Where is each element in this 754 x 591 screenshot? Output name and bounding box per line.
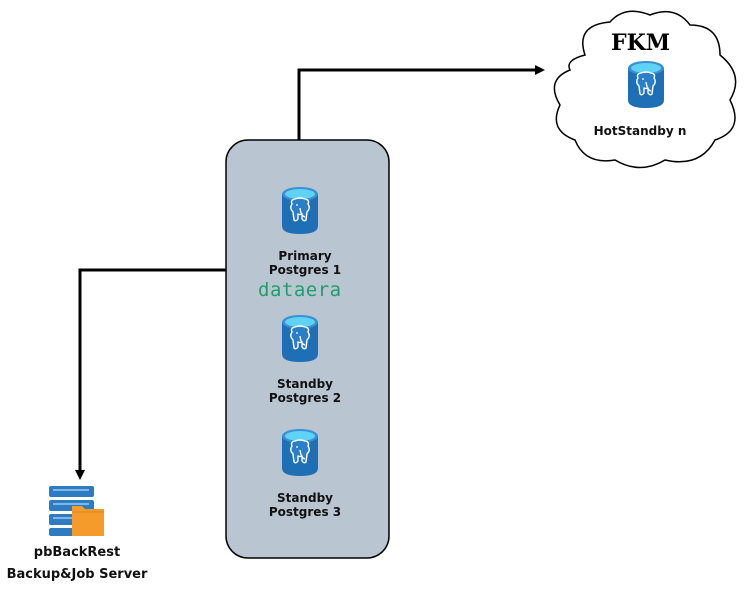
cloud-title: FKM <box>611 30 671 56</box>
primary-postgres-database-icon <box>281 186 319 235</box>
server-folder-icon <box>49 486 104 536</box>
connector-cluster-to-cloud <box>297 65 545 140</box>
standby2-postgres-database-icon <box>281 314 319 363</box>
backup-role: Backup&Job Server <box>6 567 148 582</box>
node-name: Postgres 1 <box>268 263 342 277</box>
node-role: Primary <box>278 249 332 263</box>
cluster-node-standby3-label: Standby Postgres 3 <box>245 491 365 519</box>
cluster-node-primary-label: Primary Postgres 1 <box>245 249 365 277</box>
standby3-postgres-database-icon <box>281 428 319 477</box>
backup-name: pbBackRest <box>33 545 121 560</box>
cloud-postgres-database-icon <box>627 60 665 109</box>
backup-server-label: pbBackRest Backup&Job Server <box>0 542 154 586</box>
cloud-node-label: HotStandby n <box>593 124 687 138</box>
node-name: Postgres 2 <box>268 391 342 405</box>
connector-cluster-to-backup <box>75 268 226 480</box>
node-role: Standby <box>276 491 334 505</box>
cluster-node-standby2-label: Standby Postgres 2 <box>245 377 365 405</box>
node-name: Postgres 3 <box>268 505 342 519</box>
dataera-logo: dataera <box>258 279 342 301</box>
node-role: Standby <box>276 377 334 391</box>
